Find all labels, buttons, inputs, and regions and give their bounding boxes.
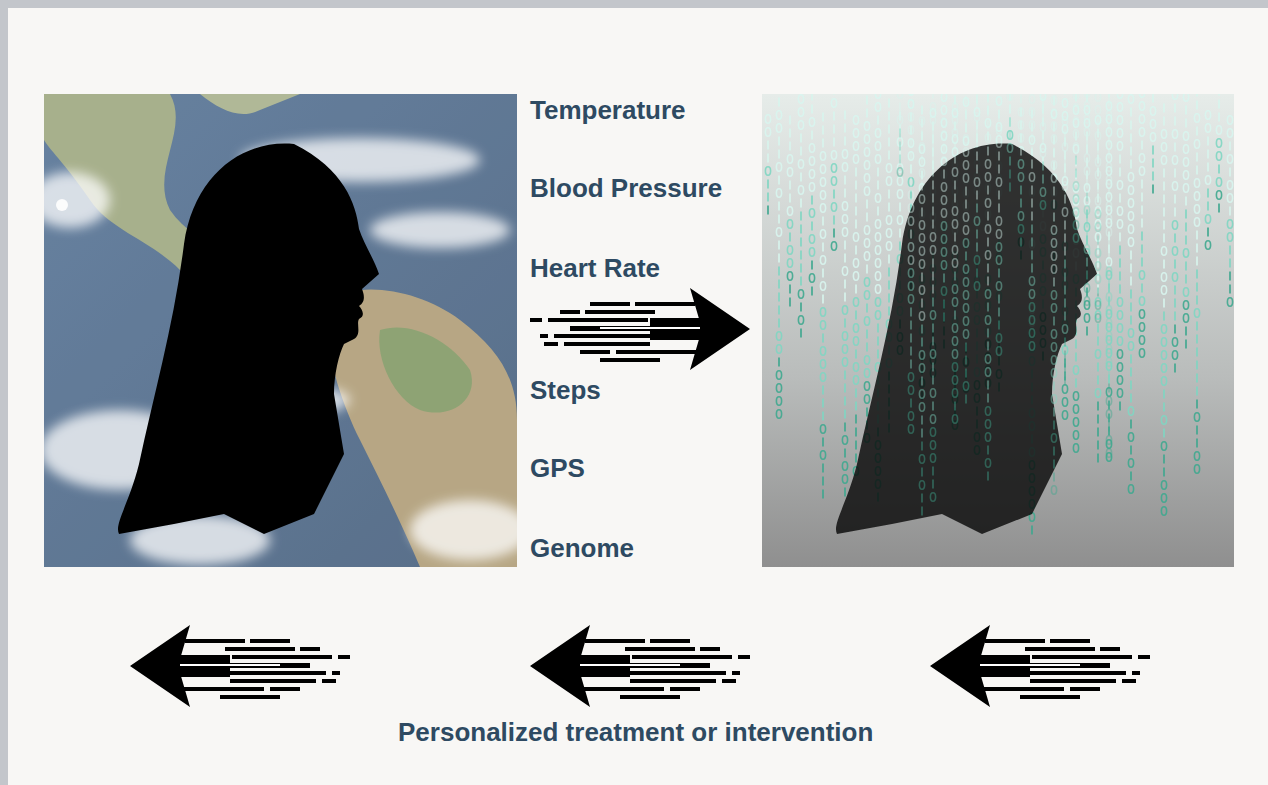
frame-left bbox=[0, 0, 8, 785]
frame-top bbox=[0, 0, 1268, 8]
data-stream-label: Genome bbox=[530, 533, 634, 563]
data-stream-label: Heart Rate bbox=[530, 253, 660, 283]
earth-image bbox=[44, 94, 517, 567]
binary-rain-front bbox=[897, 94, 1111, 516]
feedback-arrow bbox=[130, 625, 350, 707]
data-stream-label: Steps bbox=[530, 375, 601, 405]
binary-rain bbox=[765, 94, 1232, 535]
data-flow-arrow bbox=[530, 288, 750, 370]
data-stream-label: Temperature bbox=[530, 95, 686, 125]
data-stream-label: GPS bbox=[530, 453, 585, 483]
digital-twin-image bbox=[762, 94, 1234, 567]
feedback-caption: Personalized treatment or intervention bbox=[398, 717, 873, 747]
feedback-arrow bbox=[530, 625, 750, 707]
data-stream-label: Blood Pressure bbox=[530, 173, 722, 203]
feedback-arrow bbox=[930, 625, 1150, 707]
